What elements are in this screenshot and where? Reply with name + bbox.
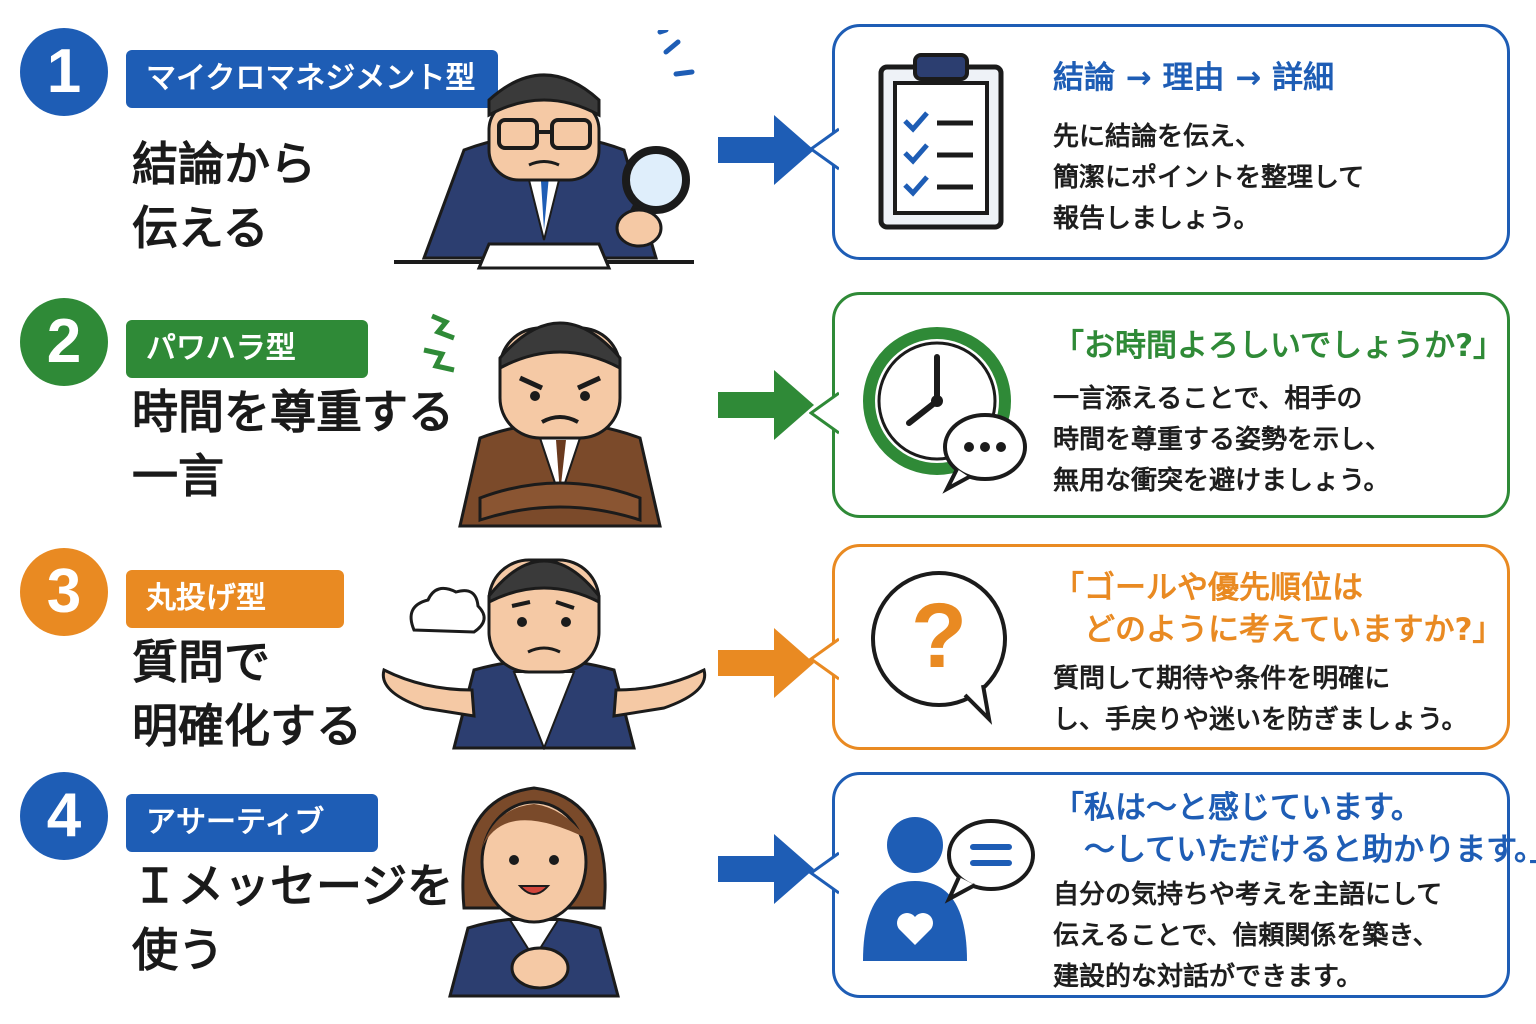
tip-row-4: 4 アサーティブ Ｉメッセージを 使う 「私は～と感じています。 ～していただけ… — [0, 764, 1536, 1014]
advice-bubble-4: 「私は～と感じています。 ～していただけると助かります。」 自分の気持ちや考えを… — [809, 772, 1536, 998]
number-badge-1: 1 — [20, 28, 108, 116]
heading-3: 質問で 明確化する — [132, 635, 362, 753]
tip-row-1: 1 マイクロマネジメント型 結論から 伝える 結論 → 理由 → 詳細 先に結論 — [0, 20, 1536, 270]
number-badge-3: 3 — [20, 548, 108, 636]
smiling-woman-illustration — [448, 786, 620, 998]
arrow-right-icon — [718, 628, 814, 698]
bubble-title-1: 結論 → 理由 → 詳細 — [1053, 60, 1335, 96]
bubble-title-4: 「私は～と感じています。 ～していただけると助かります。」 — [1053, 790, 1536, 868]
bubble-desc-3: 質問して期待や条件を明確に し、手戻りや迷いを防ぎましょう。 — [1053, 664, 1468, 735]
type-label-4: アサーティブ — [126, 794, 378, 852]
type-label-3: 丸投げ型 — [126, 570, 344, 628]
number-badge-4: 4 — [20, 772, 108, 860]
number-badge-2: 2 — [20, 298, 108, 386]
person-heart-speech-icon — [863, 817, 1035, 961]
micromanager-boss-illustration — [394, 30, 695, 270]
svg-text:?: ? — [911, 585, 967, 687]
tip-row-2: 2 パワハラ型 時間を尊重する 一言 「お時間よろしいでしょうか?」 一言添える… — [0, 290, 1536, 540]
bubble-desc-2: 一言添えることで、相手の 時間を尊重する姿勢を示し、 無用な衝突を避けましょう。 — [1053, 384, 1392, 496]
advice-bubble-1: 結論 → 理由 → 詳細 先に結論を伝え、 簡潔にポイントを整理して 報告しまし… — [809, 24, 1510, 260]
angry-boss-illustration — [423, 313, 662, 528]
type-label-1: マイクロマネジメント型 — [126, 50, 498, 108]
heading-4: Ｉメッセージを 使う — [132, 859, 454, 977]
tip-row-3: 3 丸投げ型 質問で 明確化する ? 「ゴールや優先順位は どのように考えていま… — [0, 540, 1536, 760]
type-label-2: パワハラ型 — [126, 320, 368, 378]
arrow-right-icon — [718, 834, 814, 904]
advice-bubble-3: ? 「ゴールや優先順位は どのように考えていますか?」 質問して期待や条件を明確… — [809, 544, 1510, 750]
heading-2: 時間を尊重する 一言 — [132, 385, 454, 503]
bubble-title-3: 「ゴールや優先順位は どのように考えていますか?」 — [1053, 570, 1504, 648]
heading-1: 結論から 伝える — [132, 137, 316, 255]
bubble-desc-4: 自分の気持ちや考えを主語にして 伝えることで、信頼関係を築き、 建設的な対話がで… — [1053, 880, 1443, 992]
clipboard-checklist-icon — [878, 53, 1004, 230]
advice-bubble-2: 「お時間よろしいでしょうか?」 一言添えることで、相手の 時間を尊重する姿勢を示… — [809, 292, 1510, 518]
clock-chat-icon — [863, 327, 1027, 494]
question-bubble-icon: ? — [871, 571, 1007, 725]
shrugging-boss-illustration — [381, 558, 707, 750]
bubble-title-2: 「お時間よろしいでしょうか?」 — [1053, 328, 1505, 364]
bubble-desc-1: 先に結論を伝え、 簡潔にポイントを整理して 報告しましょう。 — [1053, 122, 1365, 234]
arrow-right-icon — [718, 370, 814, 440]
arrow-right-icon — [718, 115, 814, 185]
